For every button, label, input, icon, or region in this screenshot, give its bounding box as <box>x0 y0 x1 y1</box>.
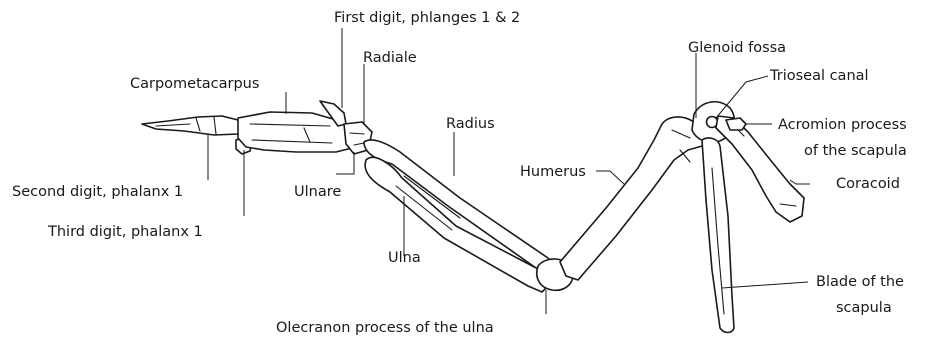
bones <box>142 101 804 333</box>
label-acromion-line1: Acromion process <box>778 117 907 133</box>
label-coracoid: Coracoid <box>836 176 900 192</box>
label-carpometacarpus: Carpometacarpus <box>130 76 259 92</box>
label-radius: Radius <box>446 116 495 132</box>
label-blade-line2: scapula <box>836 300 892 316</box>
label-ulna: Ulna <box>388 250 421 266</box>
scapula-blade <box>702 138 734 333</box>
leader-coracoid <box>790 180 810 184</box>
label-first-digit: First digit, phlanges 1 & 2 <box>334 10 520 26</box>
label-second-digit: Second digit, phalanx 1 <box>12 184 183 200</box>
label-trioseal-canal: Trioseal canal <box>769 68 869 84</box>
label-blade-line1: Blade of the <box>816 274 904 290</box>
label-acromion-line2: of the scapula <box>804 143 907 159</box>
label-third-digit: Third digit, phalanx 1 <box>47 224 203 240</box>
leader-blade <box>722 282 808 288</box>
label-ulnare: Ulnare <box>294 184 341 200</box>
label-humerus: Humerus <box>520 164 586 180</box>
leader-humerus <box>596 171 624 184</box>
label-glenoid-fossa: Glenoid fossa <box>688 40 786 56</box>
label-olecranon: Olecranon process of the ulna <box>276 320 494 336</box>
leader-ulnare <box>336 152 354 174</box>
humerus-bone <box>560 117 706 280</box>
label-radiale: Radiale <box>363 50 417 66</box>
acromion-bone <box>726 118 746 130</box>
